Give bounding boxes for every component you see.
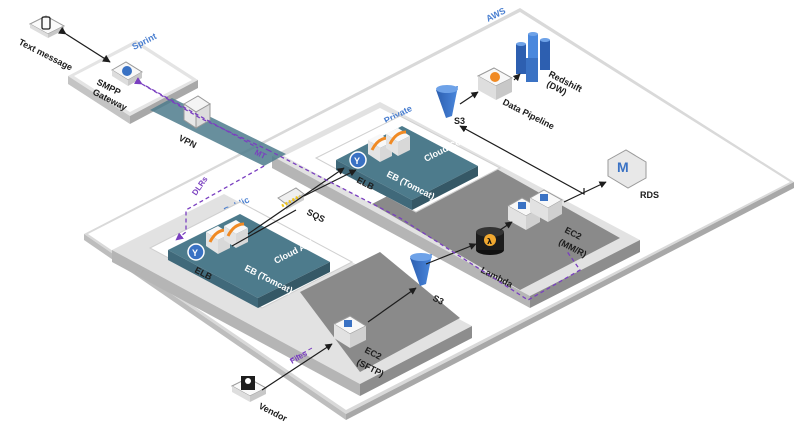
svg-text:Y: Y xyxy=(192,248,198,258)
s3-top-node xyxy=(436,85,458,118)
vendor-node xyxy=(230,376,268,402)
eb-tomcat-top-node xyxy=(368,128,410,162)
s3-top-label: S3 xyxy=(454,116,465,126)
purple-flows xyxy=(133,77,581,361)
redshift-node xyxy=(516,32,550,82)
svg-text:Y: Y xyxy=(354,156,360,166)
ec2-sftp-node xyxy=(332,315,368,348)
rds-label: RDS xyxy=(640,190,659,200)
phone-node xyxy=(28,15,66,38)
rds-m-glyph: M xyxy=(617,159,629,175)
flow-connectors xyxy=(231,73,607,391)
phone-gateway-connector xyxy=(57,26,111,63)
elb-top-node: Y xyxy=(349,151,367,169)
lambda-node: λ xyxy=(476,227,504,255)
s3-bottom-node xyxy=(410,253,432,286)
phone-icon xyxy=(41,16,51,30)
rds-node: M xyxy=(607,149,647,189)
chat-bubble-icon xyxy=(122,66,132,76)
svg-text:λ: λ xyxy=(487,237,492,246)
eb-tomcat-bottom-node xyxy=(206,220,248,254)
ec2-mmr-node xyxy=(506,189,564,230)
pipeline-icon xyxy=(490,72,500,82)
s3-bottom-label: S3 xyxy=(431,293,445,307)
data-pipeline-node xyxy=(476,67,514,100)
vendor-label: Vendor xyxy=(257,401,289,424)
vpn-label: VPN xyxy=(177,133,198,150)
elb-bottom-node: Y xyxy=(187,243,205,261)
smpp-gateway-node xyxy=(111,61,143,86)
text-message-label: Text message xyxy=(17,37,74,73)
